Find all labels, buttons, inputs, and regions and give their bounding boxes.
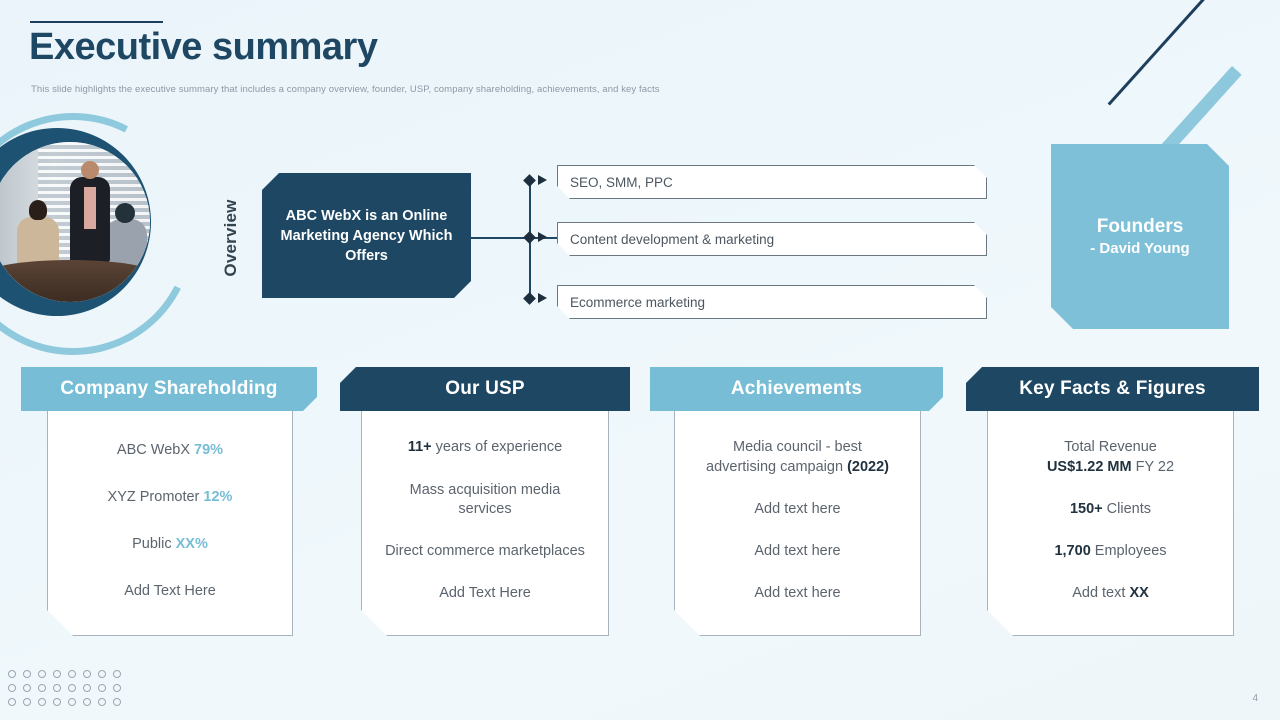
connector-line-horizontal — [471, 237, 561, 239]
service-box-1[interactable]: SEO, SMM, PPC — [557, 165, 987, 199]
connector-node-3-icon — [523, 292, 536, 305]
card-key-facts-figures: Key Facts & Figures Total Revenue US$1.2… — [966, 367, 1259, 636]
list-item: Add text here — [754, 585, 841, 602]
card-heading: Company Shareholding — [21, 367, 317, 411]
bold-value: 150+ — [1069, 500, 1103, 517]
card-achievements: Achievements Media council - best advert… — [650, 367, 943, 636]
list-item: XYZ Promoter 12% — [107, 488, 233, 505]
page-number: 4 — [1252, 693, 1258, 704]
list-item: Add text XX — [1072, 585, 1149, 602]
decorative-dot-grid-icon — [8, 670, 128, 712]
diagonal-stripe-dark-icon — [1107, 0, 1211, 106]
card-company-shareholding: Company Shareholding ABC WebX 79% XYZ Pr… — [21, 367, 317, 636]
accent-value: XX% — [175, 535, 208, 552]
bold-value: (2022) — [847, 458, 889, 475]
connector-node-1-icon — [523, 174, 536, 187]
card-heading: Achievements — [650, 367, 943, 411]
card-body: ABC WebX 79% XYZ Promoter 12% Public XX%… — [47, 411, 293, 636]
accent-value: 12% — [203, 488, 233, 505]
bold-value: XX — [1129, 585, 1149, 602]
founders-name: - David Young — [1090, 240, 1190, 257]
metric-label: Total Revenue — [1064, 439, 1157, 456]
page-title: Executive summary — [29, 26, 378, 68]
list-item: ABC WebX 79% — [116, 441, 224, 458]
list-item: Public XX% — [132, 535, 208, 552]
connector-arrow-1-icon — [538, 175, 547, 185]
connector-arrow-2-icon — [538, 232, 547, 242]
founders-card: Founders - David Young — [1051, 144, 1229, 329]
card-body: Media council - best advertising campaig… — [674, 411, 921, 636]
photo-circle — [0, 81, 226, 387]
list-item: Total Revenue US$1.22 MM FY 22 — [1010, 438, 1211, 477]
card-our-usp: Our USP 11+ years of experience Mass acq… — [340, 367, 630, 636]
bold-value: US$1.22 MM — [1046, 458, 1132, 475]
list-item: Media council - best advertising campaig… — [706, 439, 889, 475]
title-underline — [30, 21, 163, 23]
connector-arrow-3-icon — [538, 293, 547, 303]
card-body: Total Revenue US$1.22 MM FY 22 150+ Clie… — [987, 411, 1234, 636]
list-item: Add Text Here — [439, 585, 531, 602]
list-item: 1,700 Employees — [1054, 543, 1167, 560]
card-body: 11+ years of experience Mass acquisition… — [361, 411, 609, 636]
page-subtitle: This slide highlights the executive summ… — [31, 84, 660, 95]
connector-node-2-icon — [523, 231, 536, 244]
bold-value: 11+ — [407, 439, 432, 456]
card-heading: Our USP — [340, 367, 630, 411]
list-item: Add Text Here — [124, 582, 216, 599]
list-item: Add text here — [754, 500, 841, 517]
service-box-2[interactable]: Content development & marketing — [557, 222, 987, 256]
accent-value: 79% — [194, 441, 224, 458]
bold-value: 1,700 — [1054, 543, 1091, 560]
list-item: Add text here — [754, 543, 841, 560]
card-heading: Key Facts & Figures — [966, 367, 1259, 411]
list-item: 150+ Clients — [1069, 500, 1152, 517]
list-item: Direct commerce marketplaces — [385, 543, 585, 560]
overview-statement-box: ABC WebX is an Online Marketing Agency W… — [262, 173, 471, 298]
service-box-3[interactable]: Ecommerce marketing — [557, 285, 987, 319]
overview-vertical-label: Overview — [221, 199, 240, 277]
list-item: 11+ years of experience — [407, 439, 563, 456]
team-meeting-photo — [0, 142, 150, 302]
list-item: Mass acquisition media services — [409, 481, 561, 517]
founders-title: Founders — [1096, 216, 1184, 237]
